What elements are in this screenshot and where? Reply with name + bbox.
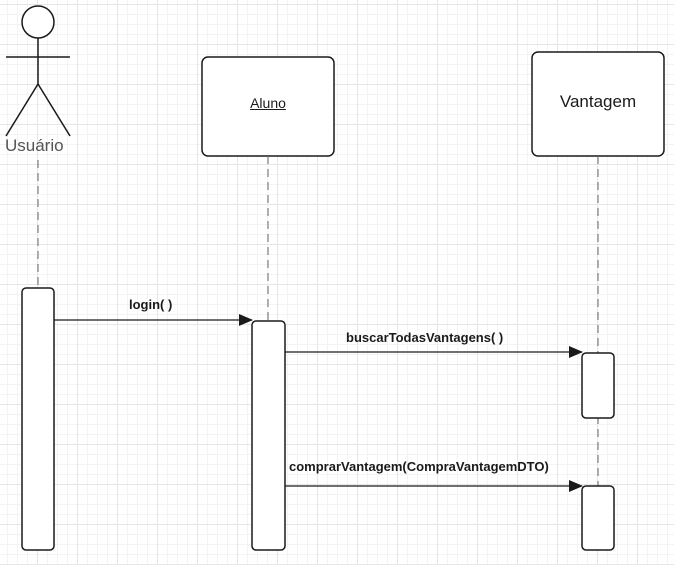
actor-figure	[5, 5, 71, 137]
message-label-comprar: comprarVantagem(CompraVantagemDTO)	[289, 459, 549, 474]
activation-bar-usuario[interactable]	[21, 287, 55, 551]
activation-bar-vantagem-2[interactable]	[581, 485, 615, 551]
message-label-login: login( )	[129, 297, 173, 312]
participant-label-vantagem: Vantagem	[559, 92, 637, 111]
actor-label: Usuário	[5, 136, 64, 155]
activation-bar-vantagem-1[interactable]	[581, 352, 615, 419]
actor-left-leg	[5, 83, 39, 137]
activation-bar-aluno[interactable]	[251, 320, 286, 551]
actor-right-leg	[37, 83, 71, 137]
message-label-buscar: buscarTodasVantagens( )	[346, 330, 504, 345]
participant-label-aluno: Aluno	[250, 95, 286, 111]
actor-head	[21, 5, 55, 39]
